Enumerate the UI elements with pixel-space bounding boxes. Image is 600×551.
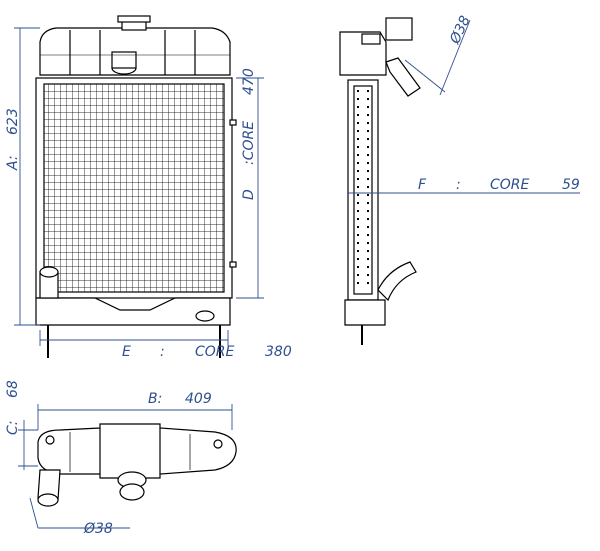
dim-e-colon: : xyxy=(160,344,165,360)
side-upper-hose xyxy=(385,57,421,97)
dim-a-letter: A: xyxy=(5,155,21,170)
dim-c-letter: C: xyxy=(5,420,21,436)
dim-d-letter: D xyxy=(241,189,257,200)
dim-b-letter: B: xyxy=(148,391,163,407)
dim-d-value: 470 xyxy=(241,68,257,95)
dim-f-core: CORE xyxy=(490,177,530,193)
dim-bottom-pipe: Ø38 xyxy=(84,521,113,537)
dim-f-letter: F xyxy=(418,177,427,193)
core-fins xyxy=(43,83,225,293)
dim-b-value: 409 xyxy=(185,391,212,407)
dim-d-core: :CORE xyxy=(241,120,257,165)
front-view xyxy=(35,15,237,358)
dimension-lines xyxy=(14,19,580,529)
top-view-body xyxy=(37,423,237,479)
dim-e-value: 380 xyxy=(265,344,292,360)
dim-f-colon: : xyxy=(456,177,461,193)
bottom-tank xyxy=(35,297,231,326)
side-bottom-tank xyxy=(344,299,386,326)
side-lower-hose xyxy=(377,261,417,302)
dim-e-letter: E xyxy=(122,344,131,360)
dim-f-value: 59 xyxy=(562,177,580,193)
drain-plug xyxy=(195,310,215,322)
dim-e-core: CORE xyxy=(195,344,235,360)
dim-a-value: 623 xyxy=(5,108,21,135)
side-filler xyxy=(385,17,413,41)
side-view xyxy=(339,17,421,345)
top-view xyxy=(37,423,237,507)
dim-c-value: 68 xyxy=(5,380,21,398)
